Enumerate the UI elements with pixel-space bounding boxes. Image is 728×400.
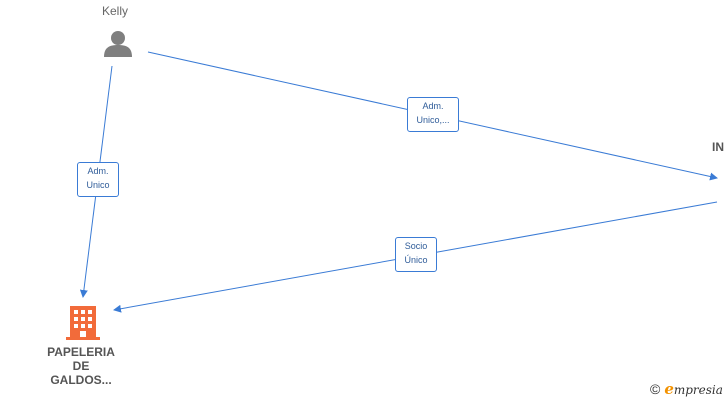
edge-label-line: Adm. <box>87 166 109 176</box>
person-icon[interactable] <box>104 31 132 57</box>
edge-label-kelly-to-papeleria[interactable]: Adm. Unico <box>77 162 119 197</box>
company-name-line: DE <box>72 359 90 373</box>
edge-label-line: Adm. <box>422 101 444 111</box>
company-partial-name[interactable]: IN <box>712 140 724 154</box>
edge-label-kelly-to-in[interactable]: Adm. Unico,... <box>407 97 459 132</box>
edge-label-line: Único <box>404 255 428 265</box>
empresia-watermark: © empresia <box>650 380 723 398</box>
person-name[interactable]: Kelly <box>101 4 128 18</box>
edge-label-line: Socio <box>404 241 428 251</box>
copyright-icon: © <box>650 381 661 397</box>
company-name-line: GALDOS... <box>50 373 112 387</box>
company-name-line: PAPELERIA <box>47 345 115 359</box>
building-icon[interactable] <box>66 306 100 340</box>
company-name[interactable]: PAPELERIA DE GALDOS... <box>36 345 126 387</box>
edge-label-line: Unico <box>86 180 110 190</box>
brand-logo: empresia <box>664 380 723 398</box>
brand-logo-rest: mpresia <box>673 383 723 397</box>
edge-label-in-to-papeleria[interactable]: Socio Único <box>395 237 437 272</box>
brand-logo-initial: e <box>664 380 674 398</box>
edge-label-line: Unico,... <box>416 115 450 125</box>
